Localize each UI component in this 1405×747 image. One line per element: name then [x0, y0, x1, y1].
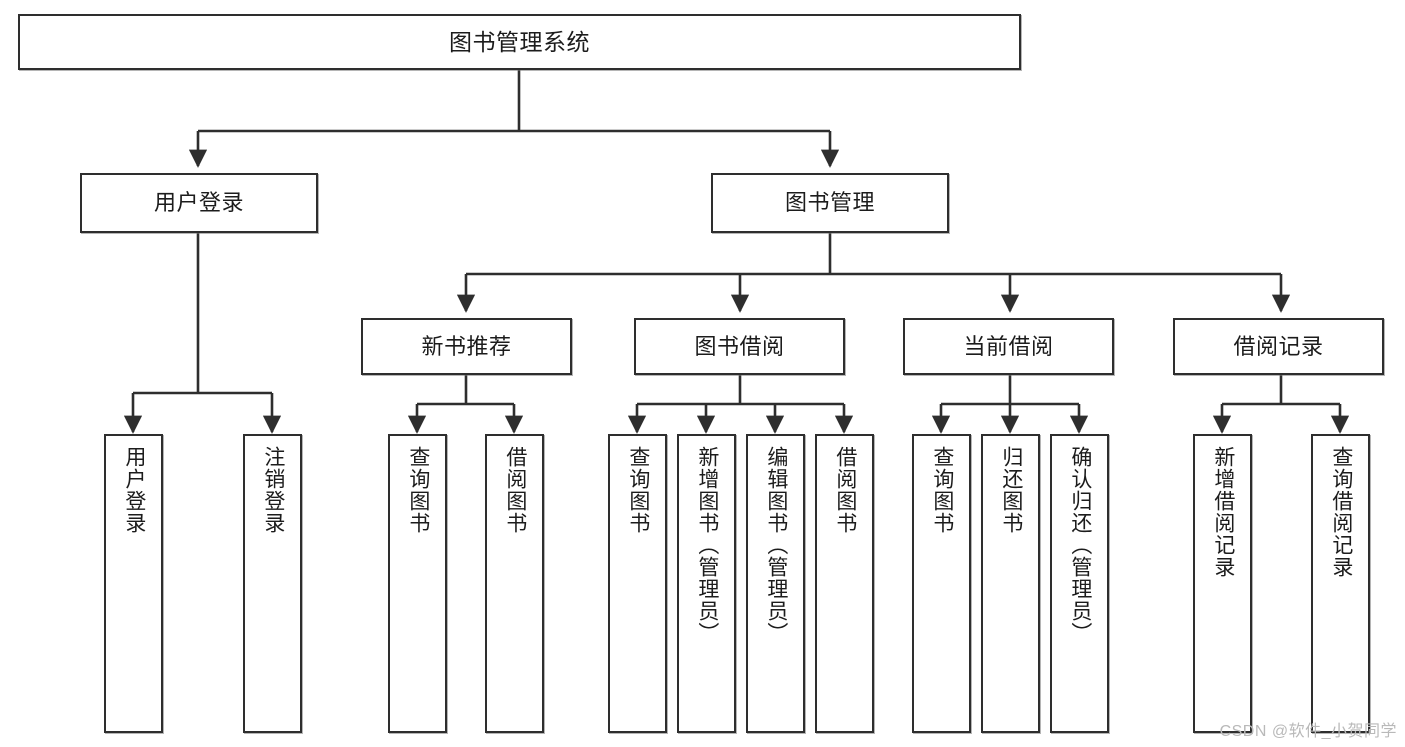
leaf-return-book[interactable]: 归还图书: [981, 434, 1040, 733]
node-book-management[interactable]: 图书管理: [711, 173, 949, 233]
leaf-user-login-label: 用户登录: [122, 446, 146, 534]
leaf-query-book-current[interactable]: 查询图书: [912, 434, 971, 733]
leaf-query-book-recommend[interactable]: 查询图书: [388, 434, 447, 733]
leaf-add-borrow-record-label: 新增借阅记录: [1211, 446, 1235, 578]
node-root-label: 图书管理系统: [449, 28, 590, 55]
leaf-query-book-current-label: 查询图书: [930, 446, 954, 534]
leaf-add-borrow-record[interactable]: 新增借阅记录: [1193, 434, 1252, 733]
node-root[interactable]: 图书管理系统: [18, 14, 1021, 70]
leaf-logout-label: 注销登录: [261, 446, 285, 534]
leaf-logout[interactable]: 注销登录: [243, 434, 302, 733]
leaf-query-book-borrow[interactable]: 查询图书: [608, 434, 667, 733]
leaf-confirm-return-admin-label: 确认归还（管理员）: [1068, 446, 1092, 644]
node-current-borrow[interactable]: 当前借阅: [903, 318, 1114, 375]
leaf-borrow-book-recommend-label: 借阅图书: [503, 446, 527, 534]
leaf-borrow-book-recommend[interactable]: 借阅图书: [485, 434, 544, 733]
leaf-borrow-book[interactable]: 借阅图书: [815, 434, 874, 733]
node-book-borrow[interactable]: 图书借阅: [634, 318, 845, 375]
watermark: CSDN @软件_小贺同学: [1219, 723, 1397, 740]
leaf-add-book-admin[interactable]: 新增图书（管理员）: [677, 434, 736, 733]
node-user-login-label: 用户登录: [153, 190, 244, 216]
leaf-edit-book-admin-label: 编辑图书（管理员）: [764, 446, 788, 644]
leaf-query-borrow-record[interactable]: 查询借阅记录: [1311, 434, 1370, 733]
node-book-management-label: 图书管理: [784, 190, 875, 216]
node-borrow-record[interactable]: 借阅记录: [1173, 318, 1384, 375]
node-book-borrow-label: 图书借阅: [694, 333, 785, 359]
leaf-add-book-admin-label: 新增图书（管理员）: [695, 446, 719, 644]
leaf-query-borrow-record-label: 查询借阅记录: [1329, 446, 1353, 578]
node-user-login[interactable]: 用户登录: [80, 173, 318, 233]
leaf-query-book-borrow-label: 查询图书: [626, 446, 650, 534]
leaf-user-login[interactable]: 用户登录: [104, 434, 163, 733]
node-new-book-recommend[interactable]: 新书推荐: [361, 318, 572, 375]
leaf-borrow-book-label: 借阅图书: [833, 446, 857, 534]
node-new-book-recommend-label: 新书推荐: [421, 333, 512, 359]
node-current-borrow-label: 当前借阅: [963, 333, 1054, 359]
leaf-confirm-return-admin[interactable]: 确认归还（管理员）: [1050, 434, 1109, 733]
leaf-edit-book-admin[interactable]: 编辑图书（管理员）: [746, 434, 805, 733]
node-borrow-record-label: 借阅记录: [1233, 333, 1324, 359]
leaf-query-book-recommend-label: 查询图书: [406, 446, 430, 534]
leaf-return-book-label: 归还图书: [999, 446, 1023, 534]
